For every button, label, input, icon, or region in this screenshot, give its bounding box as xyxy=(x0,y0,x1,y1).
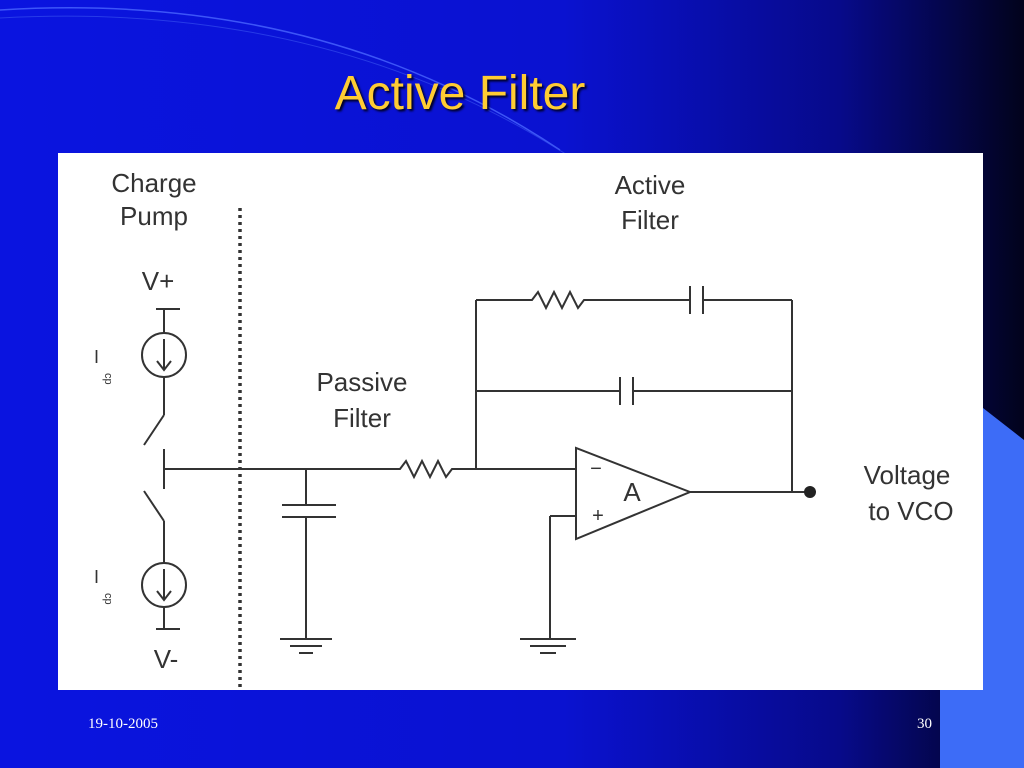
vplus-label: V+ xyxy=(142,266,175,296)
passive-filter-label-line2: Filter xyxy=(333,403,391,433)
output-terminal xyxy=(804,486,816,498)
accent-shape xyxy=(940,408,1024,768)
opamp-inverting-input-label: − xyxy=(590,458,602,480)
passive-resistor xyxy=(353,458,476,480)
active-filter-label-line2: Filter xyxy=(621,205,679,235)
opamp-gain-label: A xyxy=(623,477,641,507)
slide-title: Active Filter xyxy=(334,67,586,120)
vminus-label: V- xyxy=(154,644,179,674)
current-label-top: I xyxy=(94,347,99,367)
switch-top xyxy=(143,414,165,446)
circuit-diagram-panel: Charge Pump Active Filter Passive Filter… xyxy=(58,153,983,690)
passive-filter-label-line1: Passive xyxy=(316,367,407,397)
current-subscript-bottom: cp xyxy=(102,593,114,605)
charge-pump-label-line2: Pump xyxy=(120,201,188,231)
charge-pump-label-line1: Charge xyxy=(111,168,196,198)
output-label-line2: to VCO xyxy=(868,496,953,526)
circuit-diagram: Charge Pump Active Filter Passive Filter… xyxy=(94,168,954,688)
current-subscript-top: cp xyxy=(102,373,114,385)
switch-bottom xyxy=(143,490,165,522)
footer-date: 19-10-2005 xyxy=(88,716,158,732)
opamp-noninverting-input-label: + xyxy=(592,505,604,527)
feedback-resistor xyxy=(476,289,690,311)
current-label-bottom: I xyxy=(94,567,99,587)
page-number: 30 xyxy=(917,716,932,732)
op-amp xyxy=(575,446,693,541)
active-filter-label-line1: Active xyxy=(615,170,686,200)
output-label-line1: Voltage xyxy=(864,460,951,490)
